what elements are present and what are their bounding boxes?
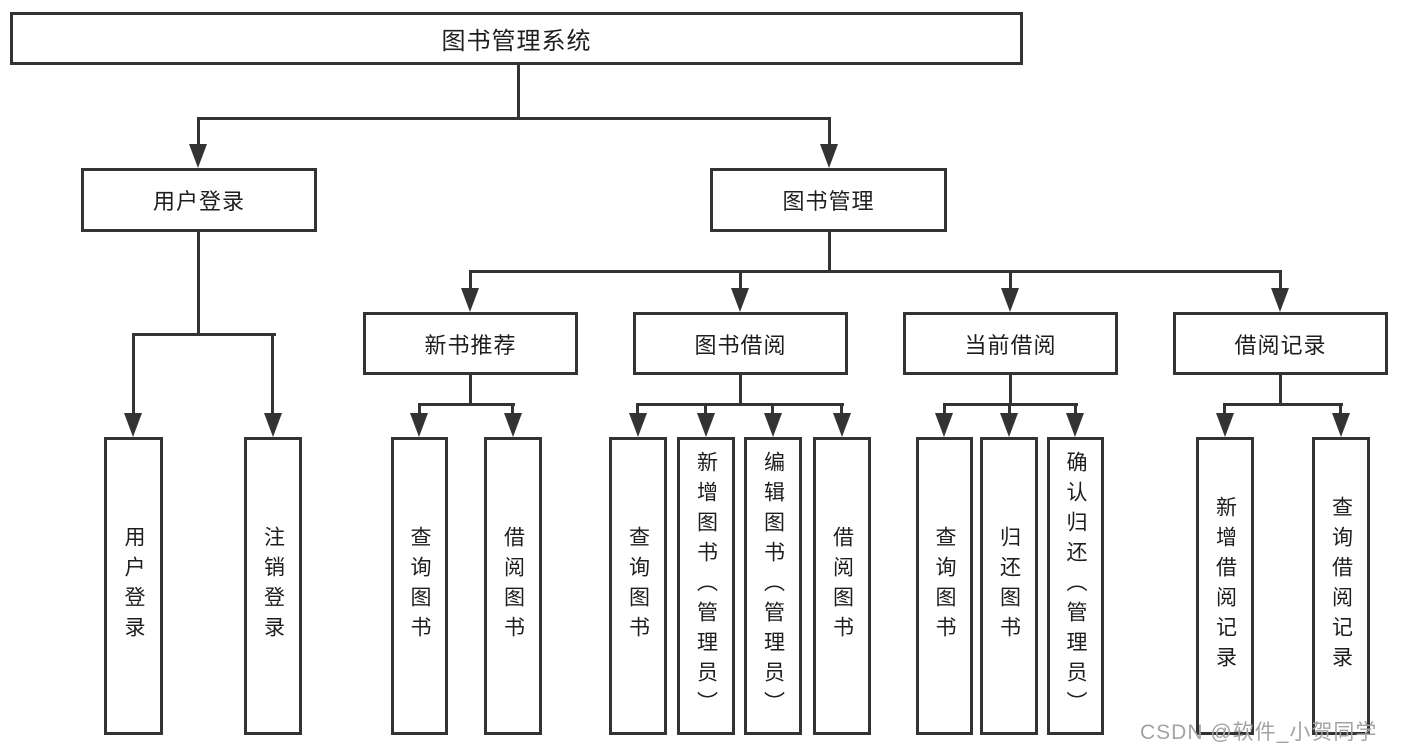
- leaf-add-books-admin: 新增图书（管理员）: [677, 437, 735, 735]
- arrowhead-user-login: [189, 144, 207, 168]
- leaf-query-books-2: 查询图书: [609, 437, 667, 735]
- arrowhead-add-record: [1216, 413, 1234, 437]
- connector-drop-return-books: [1008, 405, 1011, 417]
- node-user-login: 用户登录: [81, 168, 317, 232]
- connector-drop-query-record: [1339, 405, 1342, 417]
- connector-borrowing-rail: [636, 403, 844, 406]
- connector-records-stem: [1279, 375, 1282, 405]
- connector-drop-add-record: [1223, 405, 1226, 417]
- leaf-query-books-1-label: 查询图书: [408, 526, 431, 646]
- arrowhead-current-borrowing: [1001, 288, 1019, 312]
- connector-drop-new-book: [469, 272, 472, 289]
- leaf-borrow-books-1: 借阅图书: [484, 437, 542, 735]
- connector-root-rail: [197, 117, 831, 120]
- leaf-user-login-label: 用户登录: [122, 526, 145, 646]
- arrowhead-new-book: [461, 288, 479, 312]
- arrowhead-query1: [410, 413, 428, 437]
- node-current-borrowing: 当前借阅: [903, 312, 1118, 375]
- node-new-book-recommend-label: 新书推荐: [424, 332, 517, 358]
- leaf-query-books-3-label: 查询图书: [933, 526, 956, 646]
- connector-userlogin-stem: [197, 232, 200, 335]
- leaf-add-borrow-record: 新增借阅记录: [1196, 437, 1254, 735]
- leaf-query-books-1: 查询图书: [391, 437, 448, 735]
- connector-current-rail: [943, 403, 1078, 406]
- node-new-book-recommend: 新书推荐: [363, 312, 578, 375]
- leaf-edit-books-admin: 编辑图书（管理员）: [744, 437, 802, 735]
- arrowhead-book-borrowing: [731, 288, 749, 312]
- leaf-edit-books-admin-label: 编辑图书（管理员）: [761, 451, 785, 721]
- arrowhead-query3: [935, 413, 953, 437]
- arrowhead-borrow1: [504, 413, 522, 437]
- connector-drop-query1: [418, 405, 421, 417]
- connector-drop-leaf-user-login: [132, 335, 135, 415]
- connector-drop-borrowing-records: [1279, 272, 1282, 289]
- node-borrowing-records: 借阅记录: [1173, 312, 1388, 375]
- node-user-login-label: 用户登录: [152, 189, 245, 214]
- connector-newbook-stem: [469, 375, 472, 405]
- arrowhead-leaf-user-login: [124, 413, 142, 437]
- connector-newbook-rail: [418, 403, 515, 406]
- leaf-logout: 注销登录: [244, 437, 302, 735]
- arrowhead-add-books: [697, 413, 715, 437]
- leaf-confirm-return-admin: 确认归还（管理员）: [1047, 437, 1104, 735]
- leaf-confirm-return-admin-label: 确认归还（管理员）: [1064, 451, 1087, 721]
- connector-drop-query3: [943, 405, 946, 417]
- node-book-management-label: 图书管理: [782, 189, 875, 214]
- leaf-query-books-2-label: 查询图书: [626, 526, 650, 646]
- leaf-add-books-admin-label: 新增图书（管理员）: [694, 451, 718, 721]
- connector-records-rail: [1223, 403, 1343, 406]
- node-root: 图书管理系统: [10, 12, 1023, 65]
- connector-userlogin-rail: [132, 333, 276, 336]
- connector-current-stem: [1009, 375, 1012, 405]
- arrowhead-confirm-return: [1066, 413, 1084, 437]
- connector-drop-borrow2: [840, 405, 843, 417]
- arrowhead-leaf-logout: [264, 413, 282, 437]
- connector-drop-current-borrowing: [1009, 272, 1012, 289]
- connector-drop-add-books: [704, 405, 707, 417]
- node-book-borrowing: 图书借阅: [633, 312, 848, 375]
- leaf-borrow-books-1-label: 借阅图书: [501, 526, 525, 646]
- leaf-add-borrow-record-label: 新增借阅记录: [1213, 496, 1237, 676]
- arrowhead-book-management: [820, 144, 838, 168]
- arrowhead-return-books: [1000, 413, 1018, 437]
- node-current-borrowing-label: 当前借阅: [964, 332, 1057, 358]
- leaf-borrow-books-2-label: 借阅图书: [830, 526, 854, 646]
- arrowhead-query2: [629, 413, 647, 437]
- node-book-borrowing-label: 图书借阅: [694, 332, 787, 358]
- arrowhead-borrow2: [833, 413, 851, 437]
- connector-drop-leaf-logout: [271, 335, 274, 415]
- leaf-query-borrow-record-label: 查询借阅记录: [1329, 496, 1353, 676]
- connector-drop-borrow1: [511, 405, 514, 417]
- node-root-label: 图书管理系统: [441, 28, 592, 55]
- connector-drop-book-management: [828, 119, 831, 146]
- csdn-watermark: CSDN @软件_小贺同学: [1140, 721, 1378, 744]
- arrowhead-edit-books: [764, 413, 782, 437]
- leaf-return-books: 归还图书: [980, 437, 1038, 735]
- leaf-query-borrow-record: 查询借阅记录: [1312, 437, 1370, 735]
- connector-drop-book-borrowing: [739, 272, 742, 289]
- leaf-logout-label: 注销登录: [261, 526, 285, 646]
- connector-bookmgmt-stem: [828, 232, 831, 272]
- connector-bookmgmt-rail: [469, 270, 1282, 273]
- connector-borrowing-stem: [739, 375, 742, 405]
- leaf-query-books-3: 查询图书: [916, 437, 973, 735]
- connector-root-stem: [517, 64, 520, 120]
- arrowhead-borrowing-records: [1271, 288, 1289, 312]
- connector-drop-edit-books: [771, 405, 774, 417]
- leaf-borrow-books-2: 借阅图书: [813, 437, 871, 735]
- connector-drop-query2: [636, 405, 639, 417]
- connector-drop-user-login: [197, 119, 200, 146]
- connector-drop-confirm-return: [1074, 405, 1077, 417]
- node-book-management: 图书管理: [710, 168, 947, 232]
- leaf-return-books-label: 归还图书: [997, 526, 1021, 646]
- arrowhead-query-record: [1332, 413, 1350, 437]
- leaf-user-login: 用户登录: [104, 437, 163, 735]
- node-borrowing-records-label: 借阅记录: [1234, 332, 1327, 358]
